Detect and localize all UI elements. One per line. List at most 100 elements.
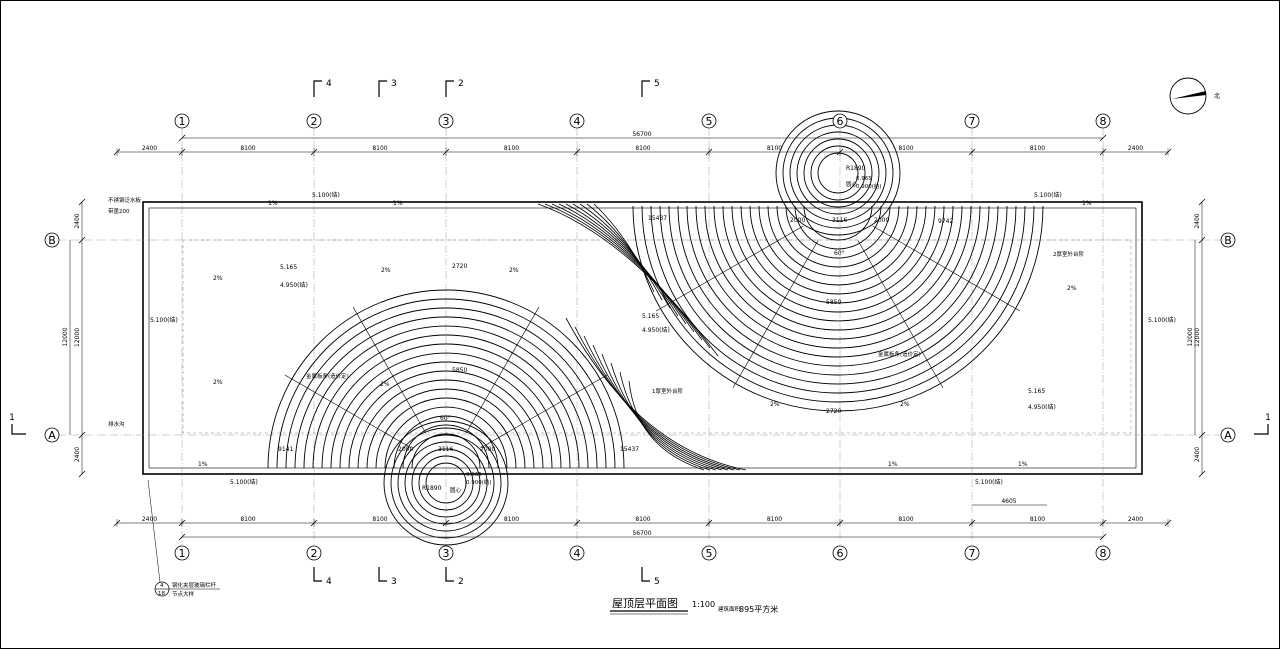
dim-segment-label: 8100 <box>635 516 650 523</box>
dimension-chains: 2400 8100 8100 8100 8100 8100 8100 8100 2400 2400… <box>62 131 1206 541</box>
dim-segment-label: 8100 <box>898 145 913 152</box>
ring-tail <box>551 203 703 341</box>
grid-bubble-row-A <box>1220 427 1236 443</box>
dim-segment-label: 8100 <box>767 516 782 523</box>
grid-label: 5 <box>706 547 713 560</box>
drawing-title-block: 屋顶层平面图 1:100 建筑面积: 895平方米 <box>610 597 778 615</box>
rail-note: 2厚室外台阶 <box>1053 250 1084 258</box>
grid-bubble-row-B <box>44 232 60 248</box>
slope-label: 1% <box>888 461 898 468</box>
detail-note: 节点大样 <box>172 590 195 598</box>
grid-bubble-row-A <box>44 427 60 443</box>
grid-label: 6 <box>837 115 844 128</box>
dim-label: 2720 <box>826 408 841 415</box>
dim-segment-label: 2400 <box>142 145 157 152</box>
grid-label: 2 <box>311 115 318 128</box>
ring-arc <box>686 205 990 358</box>
slope-label: 2% <box>213 275 223 282</box>
level-label: 4.950(结) <box>642 326 670 334</box>
section-mark <box>313 567 322 582</box>
dim-label: 2000 <box>874 217 889 224</box>
grid-bubble-col-3 <box>438 545 454 561</box>
north-label: 北 <box>1214 92 1220 100</box>
ring-arc <box>785 205 891 259</box>
center-mark-label: 圆心 <box>450 487 462 494</box>
grid-label: 4 <box>574 115 581 128</box>
ring-circle <box>782 117 894 229</box>
slope-label: 1% <box>1018 461 1028 468</box>
section-label: 2 <box>458 79 464 89</box>
ring-arc <box>731 205 945 313</box>
section-label: 5 <box>654 577 660 587</box>
dim-segment-label: 8100 <box>767 145 782 152</box>
dim-label: 5850 <box>452 367 467 374</box>
dim-segment-label: 2400 <box>1128 516 1143 523</box>
dim-segment-label: 2400 <box>1128 145 1143 152</box>
ring-circle <box>810 145 866 201</box>
radial-line <box>872 225 1021 312</box>
section-label: 5 <box>654 79 660 89</box>
ring-arc <box>758 205 918 286</box>
grid-label: B <box>1224 234 1232 247</box>
ring-arc <box>321 343 571 469</box>
section-mark <box>641 567 650 582</box>
slope-label: 1% <box>393 200 403 207</box>
grid-label: 8 <box>1100 547 1107 560</box>
dim-segment-label: 8100 <box>504 516 519 523</box>
grid-bubble-col-1 <box>174 545 190 561</box>
radial-line <box>857 240 944 389</box>
side-dim-label: 12000 <box>62 327 69 346</box>
ring-arc <box>641 205 1035 403</box>
grid-label: 3 <box>443 115 450 128</box>
overall-dim-label: 56700 <box>632 131 651 138</box>
level-label: 5.100(结) <box>150 316 178 324</box>
level-label: 5.100(结) <box>975 478 1003 486</box>
ring-arc <box>402 424 490 469</box>
side-dim-label: 2400 <box>74 447 81 462</box>
ring-tail <box>592 344 729 471</box>
ring-circle <box>803 138 873 208</box>
dim-label: 2000 <box>790 217 805 224</box>
slope-label: 2% <box>770 401 780 408</box>
ring-arc <box>803 205 873 241</box>
ring-arc <box>650 205 1026 394</box>
section-mark <box>445 567 454 582</box>
ring-arc <box>695 205 981 349</box>
ring-circle <box>397 434 495 532</box>
dim-segment-label: 8100 <box>1030 516 1045 523</box>
ring-tail <box>565 317 747 471</box>
angle-label: 60° <box>440 415 451 422</box>
section-mark <box>378 567 387 582</box>
grid-label: 6 <box>837 547 844 560</box>
ring-arc <box>303 325 589 469</box>
section-mark <box>641 80 650 97</box>
grid-bubble-col-4 <box>569 545 585 561</box>
plank-note: 金属板条(造价定) <box>878 350 921 358</box>
grid-label: 8 <box>1100 115 1107 128</box>
ring-arc <box>722 205 954 322</box>
section-label: 4 <box>326 577 332 587</box>
ring-circle <box>383 420 509 546</box>
section-mark <box>1254 424 1269 435</box>
level-label: 0.965 <box>856 176 872 182</box>
side-dim-label: 12000 <box>1187 327 1194 346</box>
dim-label: 3116 <box>438 446 453 453</box>
ring-arc <box>632 205 1044 412</box>
slope-label: 2% <box>1067 285 1077 292</box>
level-label: 5.165 <box>280 264 297 271</box>
level-label: 0.965 <box>466 472 482 478</box>
dim-segment-label: 8100 <box>240 145 255 152</box>
level-label: 5.100(结) <box>1034 191 1062 199</box>
dim-label: 5850 <box>826 299 841 306</box>
section-mark <box>313 80 322 97</box>
radius-label: R1890 <box>846 165 866 172</box>
level-label: 5.100(结) <box>312 191 340 199</box>
grid-label: 4 <box>574 547 581 560</box>
ring-arc <box>659 205 1017 385</box>
level-label: 5.100(结) <box>1148 316 1176 324</box>
dim-label: 9742 <box>938 218 953 225</box>
grid-label: 7 <box>969 115 976 128</box>
dim-segment-label: 8100 <box>635 145 650 152</box>
